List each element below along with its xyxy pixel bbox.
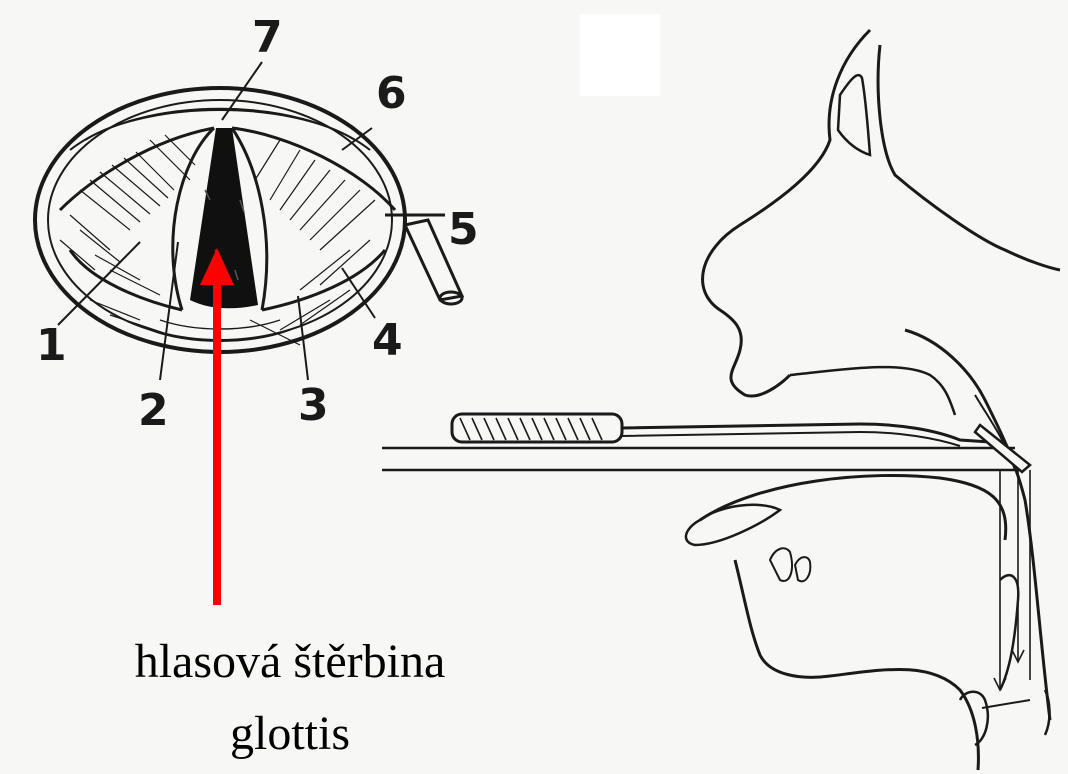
- label-1: 1: [36, 320, 67, 371]
- face-outline: [703, 30, 870, 396]
- chin: [735, 560, 978, 770]
- lower-lip: [686, 505, 780, 545]
- ray-arrowheads: [994, 650, 1024, 690]
- caption-latin: glottis: [40, 710, 540, 758]
- label-4: 4: [372, 315, 403, 366]
- teeth: [770, 548, 810, 581]
- posterior-pharynx: [905, 330, 1050, 720]
- label-5: 5: [448, 204, 479, 255]
- caption-czech: hlasová štěrbina: [40, 638, 540, 686]
- laryngoscope-view: [35, 88, 462, 352]
- guide-lines: [382, 448, 1015, 470]
- laryngeal-mirror: [452, 414, 1030, 472]
- label-7: 7: [252, 12, 283, 63]
- left-aryepiglottic: [70, 250, 182, 310]
- label-2: 2: [138, 385, 169, 436]
- palate: [790, 367, 955, 415]
- label-6: 6: [376, 68, 407, 119]
- right-ventricular-fold: [232, 128, 395, 210]
- vocal-cord-line: [982, 700, 1030, 708]
- hatching-right: [250, 140, 375, 345]
- frontal-sinus: [838, 75, 870, 155]
- nasal-cavity: [878, 45, 1060, 270]
- head-profile: [686, 30, 1060, 770]
- label-3: 3: [298, 380, 329, 431]
- epiglottis-profile: [1000, 575, 1018, 690]
